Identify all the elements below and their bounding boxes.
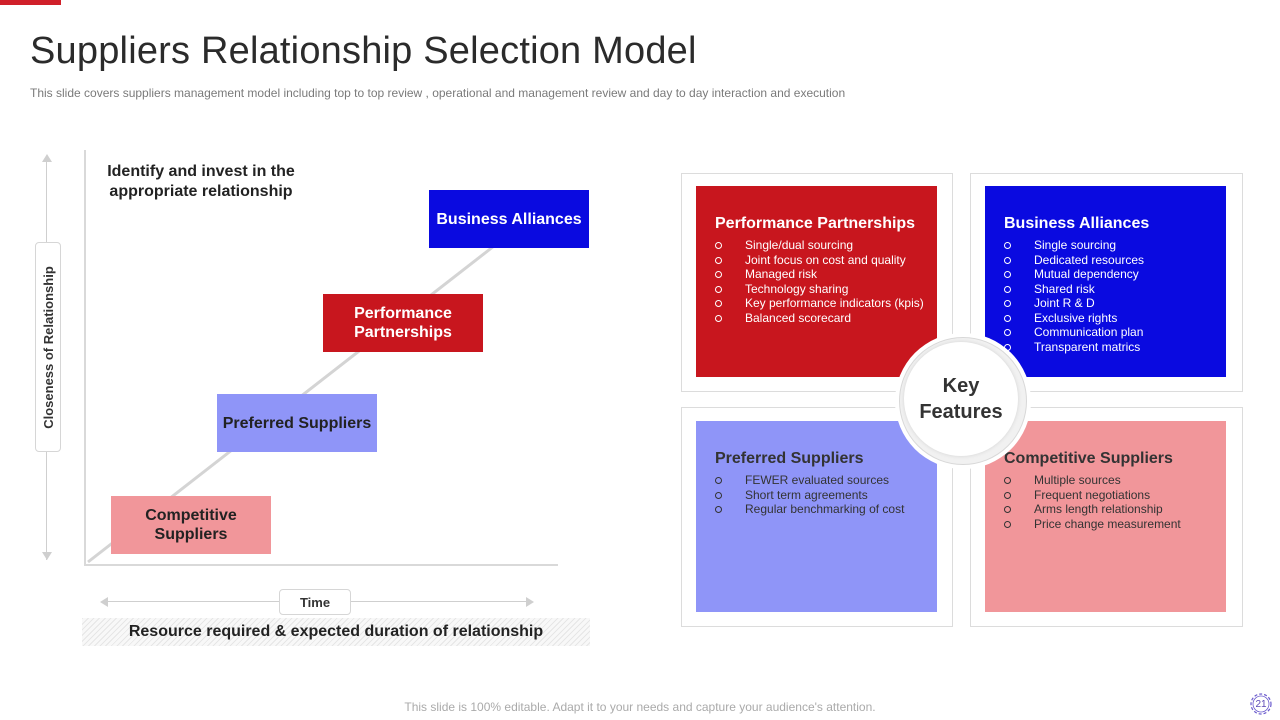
feature-text: Joint focus on cost and quality xyxy=(745,252,906,267)
feature-text: Dedicated resources xyxy=(1034,252,1145,267)
arrow-right-icon xyxy=(526,597,534,607)
bullet-icon xyxy=(715,314,722,322)
top-accent-bar xyxy=(0,0,61,5)
bullet-icon xyxy=(715,256,722,264)
arrow-left-icon xyxy=(100,597,108,607)
stage-performance-partnerships: Performance Partnerships xyxy=(323,294,483,352)
feature-text: Managed risk xyxy=(745,267,818,281)
feature-list: Multiple sources Frequent negotiations A… xyxy=(1004,473,1181,531)
bullet-icon xyxy=(1004,520,1011,528)
bullet-icon xyxy=(1004,477,1011,484)
list-item: Single sourcing xyxy=(1004,238,1144,253)
list-item: Transparent matrics xyxy=(1004,340,1144,355)
bullet-icon xyxy=(715,285,722,293)
list-item: Communication plan xyxy=(1004,325,1144,340)
feature-text: Technology sharing xyxy=(745,281,849,296)
diagram-intro-text: Identify and invest in the appropriate r… xyxy=(107,163,295,200)
feature-text: Short term agreements xyxy=(745,487,868,502)
feature-text: Key performance indicators (kpis) xyxy=(745,296,924,310)
quadrant-competitive-suppliers: Competitive Suppliers Multiple sources F… xyxy=(985,421,1226,612)
feature-text: Single sourcing xyxy=(1034,238,1117,252)
list-item: Joint focus on cost and quality xyxy=(715,253,924,268)
bullet-icon xyxy=(1004,300,1011,307)
bullet-icon xyxy=(715,271,722,278)
feature-text: Mutual dependency xyxy=(1034,267,1139,281)
quadrant-business-alliances: Business Alliances Single sourcing Dedic… xyxy=(985,186,1226,377)
list-item: Exclusive rights xyxy=(1004,311,1144,326)
list-item: Key performance indicators (kpis) xyxy=(715,296,924,311)
bullet-icon xyxy=(1004,256,1011,264)
list-item: Short term agreements xyxy=(715,488,904,503)
bullet-icon xyxy=(715,242,722,249)
feature-text: Regular benchmarking of cost xyxy=(745,502,905,516)
bullet-icon xyxy=(715,506,722,513)
list-item: Arms length relationship xyxy=(1004,502,1181,517)
arrow-down-icon xyxy=(42,552,52,560)
list-item: Single/dual sourcing xyxy=(715,238,924,253)
feature-text: Balanced scorecard xyxy=(745,310,852,325)
bullet-icon xyxy=(1004,285,1011,293)
bullet-icon xyxy=(1004,329,1011,336)
feature-text: Single/dual sourcing xyxy=(745,238,854,252)
stage-business-alliances: Business Alliances xyxy=(429,190,589,248)
quadrant-title: Competitive Suppliers xyxy=(1004,450,1173,467)
feature-list: Single/dual sourcing Joint focus on cost… xyxy=(715,238,924,325)
page-number-badge: 21 xyxy=(1247,690,1275,718)
gear-icon xyxy=(1250,693,1272,715)
list-item: Shared risk xyxy=(1004,282,1144,297)
arrow-up-icon xyxy=(42,154,52,162)
list-item: Frequent negotiations xyxy=(1004,488,1181,503)
feature-text: Transparent matrics xyxy=(1034,339,1141,354)
quadrant-title: Performance Partnerships xyxy=(715,215,916,232)
bottom-caption: Resource required & expected duration of… xyxy=(82,618,590,646)
x-axis-label: Time xyxy=(279,589,351,615)
footer-note: This slide is 100% editable. Adapt it to… xyxy=(404,700,876,714)
feature-text: Multiple sources xyxy=(1034,473,1121,487)
quadrant-preferred-suppliers: Preferred Suppliers FEWER evaluated sour… xyxy=(696,421,937,612)
list-item: Price change measurement xyxy=(1004,517,1181,532)
feature-text: Communication plan xyxy=(1034,325,1144,339)
y-axis-label-box: Closeness of Relationship xyxy=(35,242,61,452)
list-item: Managed risk xyxy=(715,267,924,282)
list-item: FEWER evaluated sources xyxy=(715,473,904,488)
page-title: Suppliers Relationship Selection Model xyxy=(30,30,697,72)
list-item: Multiple sources xyxy=(1004,473,1181,488)
quadrant-performance-partnerships: Performance Partnerships Single/dual sou… xyxy=(696,186,937,377)
list-item: Dedicated resources xyxy=(1004,253,1144,268)
feature-text: Joint R & D xyxy=(1034,296,1095,310)
feature-text: Shared risk xyxy=(1034,281,1095,296)
bullet-icon xyxy=(1004,271,1011,278)
list-item: Joint R & D xyxy=(1004,296,1144,311)
quadrant-title: Business Alliances xyxy=(1004,215,1150,232)
bullet-icon xyxy=(715,300,722,307)
list-item: Regular benchmarking of cost xyxy=(715,502,904,517)
stage-preferred-suppliers: Preferred Suppliers xyxy=(217,394,377,452)
bullet-icon xyxy=(715,477,722,484)
quadrant-title: Preferred Suppliers xyxy=(715,450,864,467)
chart-axis-horizontal xyxy=(84,564,558,566)
page-number: 21 xyxy=(1255,698,1267,710)
feature-list: Single sourcing Dedicated resources Mutu… xyxy=(1004,238,1144,354)
feature-text: Price change measurement xyxy=(1034,516,1181,531)
bullet-icon xyxy=(715,491,722,499)
feature-text: Frequent negotiations xyxy=(1034,487,1151,502)
bullet-icon xyxy=(1004,242,1011,249)
feature-text: FEWER evaluated sources xyxy=(745,473,890,487)
feature-text: Arms length relationship xyxy=(1034,502,1163,516)
chart-axis-vertical xyxy=(84,150,86,566)
list-item: Technology sharing xyxy=(715,282,924,297)
bullet-icon xyxy=(1004,506,1011,513)
page-subtitle: This slide covers suppliers management m… xyxy=(30,86,846,100)
bullet-icon xyxy=(1004,343,1011,351)
key-features-label: Key Features xyxy=(904,342,1018,456)
bullet-icon xyxy=(1004,491,1011,499)
bullet-icon xyxy=(1004,314,1011,322)
list-item: Balanced scorecard xyxy=(715,311,924,326)
feature-text: Exclusive rights xyxy=(1034,310,1118,325)
list-item: Mutual dependency xyxy=(1004,267,1144,282)
stage-competitive-suppliers: Competitive Suppliers xyxy=(111,496,271,554)
feature-list: FEWER evaluated sources Short term agree… xyxy=(715,473,904,517)
